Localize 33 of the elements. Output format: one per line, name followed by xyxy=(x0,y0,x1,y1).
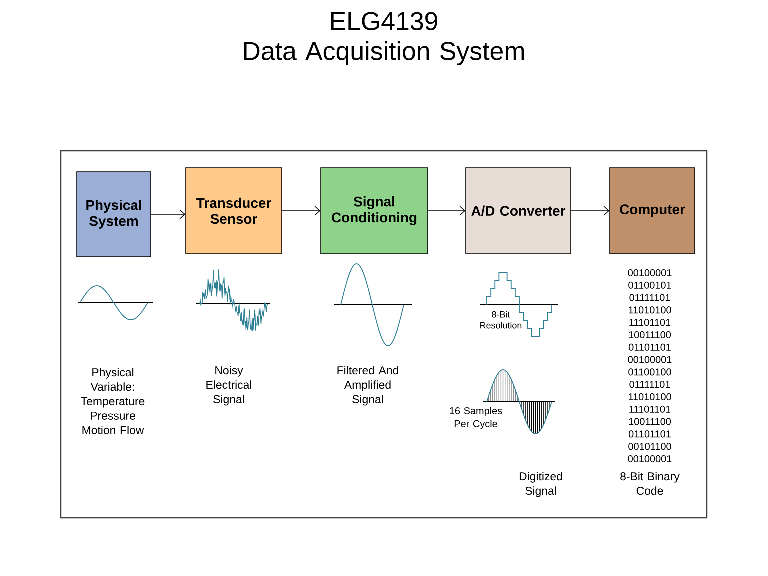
binary-code: 11010100 xyxy=(628,306,672,314)
caption-text: 8-Bit Binary Code xyxy=(620,472,680,496)
binary-code: 00101100 xyxy=(628,443,672,450)
arrow xyxy=(282,206,321,216)
arrow xyxy=(428,206,466,216)
process-box: Physical System xyxy=(76,172,152,258)
process-box: A/D Converter xyxy=(466,168,572,254)
caption-text: Filtered And Amplified Signal xyxy=(338,366,398,406)
caption-text: Noisy Electrical Signal xyxy=(206,366,252,406)
binary-code: 00100001 xyxy=(628,269,672,277)
annotation: 16 Samples Per Cycle xyxy=(450,407,502,430)
binary-code: 00100001 xyxy=(628,455,672,463)
process-box: Signal Conditioning xyxy=(320,168,428,254)
binary-code: 11101101 xyxy=(630,406,671,413)
arrow xyxy=(151,210,186,220)
binary-code: 01111101 xyxy=(630,381,670,388)
binary-code: 11101101 xyxy=(630,319,671,326)
title: ELG4139 Data Acquisition System xyxy=(244,12,524,66)
binary-code: 01100100 xyxy=(628,368,672,376)
binary-code: 10011100 xyxy=(629,331,672,339)
annotation: 8-Bit Resolution xyxy=(480,311,522,329)
binary-code: 01100101 xyxy=(628,282,672,289)
binary-code: 01101101 xyxy=(628,430,671,438)
caption-text: Physical Variable: Temperature Pressure Motion Flow xyxy=(81,368,145,434)
binary-code: 01101101 xyxy=(628,344,671,351)
binary-code: 11010100 xyxy=(628,393,672,401)
arrow xyxy=(571,206,610,216)
process-box: Transducer Sensor xyxy=(186,168,282,254)
process-box: Computer xyxy=(610,168,696,254)
caption-text: Digitized Signal xyxy=(520,472,562,498)
binary-code: 10011100 xyxy=(629,418,672,426)
binary-code: 00100001 xyxy=(628,356,672,364)
binary-code: 01111101 xyxy=(630,294,670,302)
